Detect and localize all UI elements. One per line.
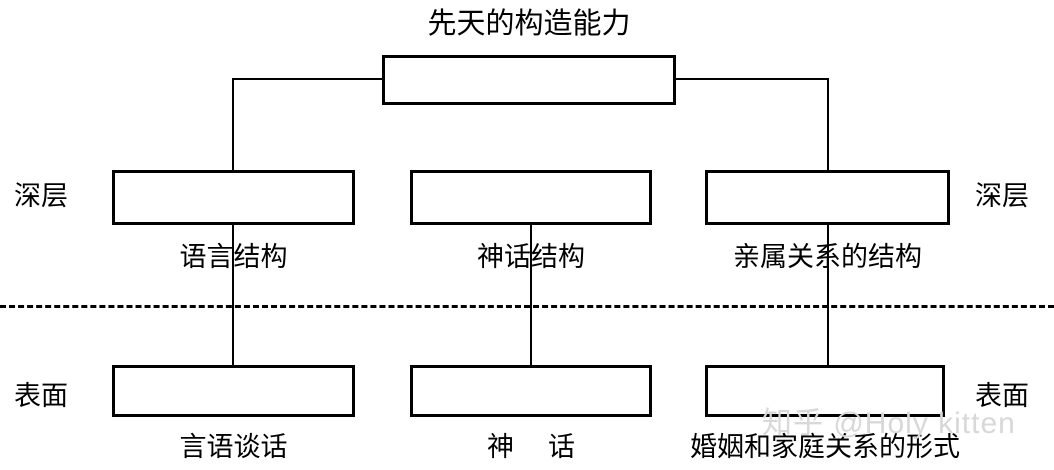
surface-node-caption-myth: 神话	[410, 434, 652, 461]
surface-node-caption-myth-part-a: 神	[487, 432, 548, 462]
deep-node-box-myth-structure[interactable]	[410, 170, 652, 225]
deep-surface-divider	[0, 305, 1054, 308]
connector-root-to-right-vertical	[827, 78, 829, 172]
deep-node-box-kinship-structure[interactable]	[705, 170, 950, 225]
surface-layer-label-left: 表面	[14, 381, 68, 411]
connector-deep-to-surface-right	[827, 225, 829, 365]
surface-node-box-speech-discourse[interactable]	[112, 365, 355, 417]
deep-node-box-language-structure[interactable]	[112, 170, 355, 225]
surface-node-caption-speech-discourse: 言语谈话	[179, 432, 288, 462]
deep-layer-label-right: 深层	[975, 181, 1029, 211]
connector-deep-to-surface-middle	[530, 225, 532, 365]
connector-deep-to-surface-left	[232, 225, 234, 365]
root-node-title: 先天的构造能力	[427, 8, 631, 40]
connector-root-to-left-vertical	[232, 78, 234, 172]
connector-root-to-left-horizontal	[232, 78, 384, 80]
root-node-box[interactable]	[382, 55, 676, 105]
connector-root-to-right-horizontal	[674, 78, 829, 80]
surface-layer-label-right: 表面	[975, 381, 1029, 411]
surface-node-box-marriage-family-forms[interactable]	[705, 365, 945, 417]
surface-node-caption-marriage-family-forms: 婚姻和家庭关系的形式	[690, 432, 960, 462]
surface-node-caption-myth-part-b: 话	[548, 432, 575, 462]
deep-layer-label-left: 深层	[14, 181, 68, 211]
surface-node-box-myth[interactable]	[410, 365, 652, 417]
